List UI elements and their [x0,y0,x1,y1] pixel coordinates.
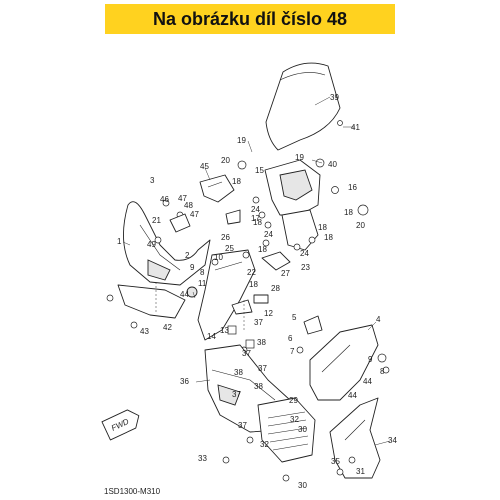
callout-22: 22 [247,268,256,277]
callout-48: 48 [184,201,193,210]
leader-lines [122,96,391,446]
callout-42: 42 [163,323,172,332]
callout-49: 49 [147,240,156,249]
callout-10: 10 [214,253,223,262]
callout-30-b: 30 [298,481,307,490]
callout-23: 23 [301,263,310,272]
callout-24-c: 24 [300,249,309,258]
callout-19-a: 19 [237,136,246,145]
callout-46: 46 [160,195,169,204]
callout-36: 36 [180,377,189,386]
fwd-direction-badge: FWD [101,409,140,441]
callout-32-a: 32 [290,415,299,424]
callout-31: 31 [356,467,365,476]
radiator-grille [222,397,316,482]
callout-2: 2 [185,251,190,260]
callout-37-b: 37 [242,349,251,358]
callout-45: 45 [200,162,209,171]
diagram-code: 1SD1300-M310 [104,487,161,496]
callout-8-b: 8 [380,367,385,376]
callout-19-b: 19 [295,153,304,162]
callout-18-c: 18 [253,218,262,227]
callout-12: 12 [264,309,273,318]
instrument-cover [199,174,235,203]
callout-44-c: 44 [348,391,357,400]
callout-13: 13 [220,326,229,335]
callout-40: 40 [328,160,337,169]
callout-30-a: 30 [298,425,307,434]
callout-labels: 39 41 19 20 19 40 15 45 3 18 16 46 47 48… [117,93,397,490]
callout-25: 25 [225,244,234,253]
center-inner-panel [197,249,256,341]
callout-1: 1 [117,237,122,246]
callout-47-b: 47 [190,210,199,219]
callout-7: 7 [290,347,295,356]
callout-11: 11 [198,279,207,288]
callout-35: 35 [331,457,340,466]
callout-9: 9 [190,263,195,272]
callout-29: 29 [289,396,298,405]
callout-39: 39 [330,93,339,102]
callout-24-b: 24 [264,230,273,239]
callout-47-a: 47 [178,194,187,203]
callout-37-a: 37 [254,318,263,327]
callout-18-b: 18 [344,208,353,217]
callout-26: 26 [221,233,230,242]
callout-8: 8 [200,268,205,277]
callout-43: 43 [140,327,149,336]
callout-18-a: 18 [232,177,241,186]
callout-38-a: 38 [257,338,266,347]
callout-20-b: 20 [356,221,365,230]
center-fasteners [225,196,316,271]
callout-9-b: 9 [368,355,373,364]
right-lower-cowl [329,397,381,479]
callout-17: 17 [251,214,260,223]
callout-18-e: 18 [324,233,333,242]
right-side-panel [296,315,390,401]
callout-38-c: 38 [254,382,263,391]
callout-44-b: 44 [363,377,372,386]
callout-27: 27 [281,269,290,278]
callout-20-a: 20 [221,156,230,165]
callout-37-e: 37 [238,421,247,430]
callout-33: 33 [198,454,207,463]
small-brackets [154,199,191,244]
callout-41: 41 [351,123,360,132]
callout-3: 3 [150,176,155,185]
callout-38-b: 38 [234,368,243,377]
callout-32-b: 32 [260,440,269,449]
callout-44-a: 44 [180,290,189,299]
callout-24-a: 24 [251,205,260,214]
callout-6: 6 [288,334,293,343]
callout-18-g: 18 [249,280,258,289]
callout-15: 15 [255,166,264,175]
callout-34: 34 [388,436,397,445]
callout-18-d: 18 [318,223,327,232]
callout-37-d: 37 [232,390,241,399]
callout-37-c: 37 [258,364,267,373]
callout-16: 16 [348,183,357,192]
upper-bracket [237,120,369,251]
header-banner: Na obrázku díl číslo 48 [105,4,395,34]
callout-14: 14 [207,332,216,341]
callout-4: 4 [376,315,381,324]
windshield [265,62,341,151]
callout-5: 5 [292,313,297,322]
header-title: Na obrázku díl číslo 48 [152,8,348,29]
callout-18-f: 18 [258,245,267,254]
callout-21: 21 [152,216,161,225]
lower-left-cover [106,284,198,329]
left-cowl [123,201,211,286]
callout-28: 28 [271,284,280,293]
